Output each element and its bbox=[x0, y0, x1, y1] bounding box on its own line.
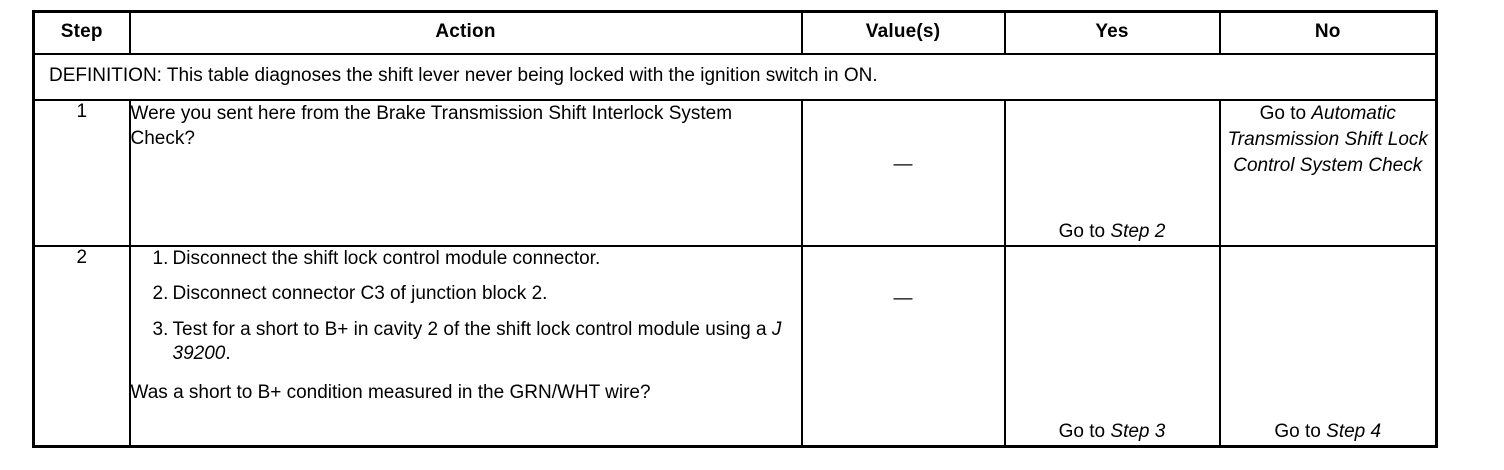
table-row: 1 Were you sent here from the Brake Tran… bbox=[32, 99, 1438, 247]
value-dash: — bbox=[893, 153, 913, 175]
column-header-action: Action bbox=[128, 10, 803, 55]
list-item-number: 1. bbox=[152, 248, 169, 269]
value-dash: — bbox=[893, 288, 913, 309]
step-value-cell: — bbox=[800, 99, 1006, 247]
step-action-cell: Were you sent here from the Brake Transm… bbox=[128, 99, 803, 247]
list-item-number: 2. bbox=[152, 283, 169, 305]
list-item: 3. Test for a short to B+ in cavity 2 of… bbox=[131, 318, 801, 367]
definition-text: DEFINITION: This table diagnoses the shi… bbox=[32, 53, 1438, 101]
yes-branch-target: Step 2 bbox=[1110, 220, 1166, 242]
no-branch-text: Go to Step 4 bbox=[1221, 419, 1436, 445]
no-branch-target: Automatic Transmission Shift Lock Contro… bbox=[1227, 103, 1428, 177]
list-item-text: Test for a short to B+ in cavity 2 of th… bbox=[172, 318, 772, 340]
step-action-text: Were you sent here from the Brake Transm… bbox=[130, 103, 733, 150]
step-yes-cell: Go to Step 3 bbox=[1003, 245, 1221, 448]
yes-branch-lead: Go to bbox=[1058, 220, 1111, 242]
step-yes-cell: Go to Step 2 bbox=[1003, 99, 1221, 247]
special-tool-name: J 39200 bbox=[172, 318, 782, 364]
step-number: 1 bbox=[32, 99, 131, 247]
step-value-cell: — bbox=[800, 245, 1006, 448]
table-row: 2 1. Disconnect the shift lock control m… bbox=[32, 245, 1438, 448]
step-number: 2 bbox=[32, 245, 131, 448]
list-item: 2. Disconnect connector C3 of junction b… bbox=[131, 282, 801, 306]
action-question: Was a short to B+ condition measured in … bbox=[130, 382, 651, 404]
yes-branch-text: Go to Step 3 bbox=[1006, 419, 1219, 445]
yes-branch-text: Go to Step 2 bbox=[1006, 219, 1219, 245]
step-no-cell: Go to Automatic Transmission Shift Lock … bbox=[1218, 99, 1438, 247]
action-step-list: 1. Disconnect the shift lock control mod… bbox=[131, 247, 801, 366]
list-item-text: Disconnect the shift lock control module… bbox=[172, 248, 601, 269]
diagnostic-table: Step Action Value(s) Yes No DEFINITION: … bbox=[32, 10, 1438, 448]
table-header-row: Step Action Value(s) Yes No bbox=[32, 10, 1438, 55]
yes-branch-lead: Go to bbox=[1058, 420, 1111, 442]
list-item-text-tail: . bbox=[225, 342, 231, 364]
no-branch-lead: Go to bbox=[1274, 420, 1327, 442]
no-branch-target: Step 4 bbox=[1326, 420, 1382, 442]
no-branch-text: Go to Automatic Transmission Shift Lock … bbox=[1221, 101, 1436, 180]
yes-branch-target: Step 3 bbox=[1110, 420, 1166, 442]
step-action-cell: 1. Disconnect the shift lock control mod… bbox=[128, 245, 803, 448]
column-header-step: Step bbox=[32, 10, 131, 55]
column-header-values: Value(s) bbox=[800, 10, 1006, 55]
list-item-text: Disconnect connector C3 of junction bloc… bbox=[172, 283, 548, 305]
column-header-no: No bbox=[1218, 10, 1438, 55]
no-branch-lead: Go to bbox=[1259, 103, 1312, 124]
list-item-number: 3. bbox=[152, 318, 169, 340]
step-no-cell: Go to Step 4 bbox=[1218, 245, 1438, 448]
column-header-yes: Yes bbox=[1003, 10, 1221, 55]
definition-row: DEFINITION: This table diagnoses the shi… bbox=[32, 53, 1438, 101]
list-item-text-composite: Test for a short to B+ in cavity 2 of th… bbox=[173, 318, 801, 367]
list-item: 1. Disconnect the shift lock control mod… bbox=[131, 247, 801, 271]
